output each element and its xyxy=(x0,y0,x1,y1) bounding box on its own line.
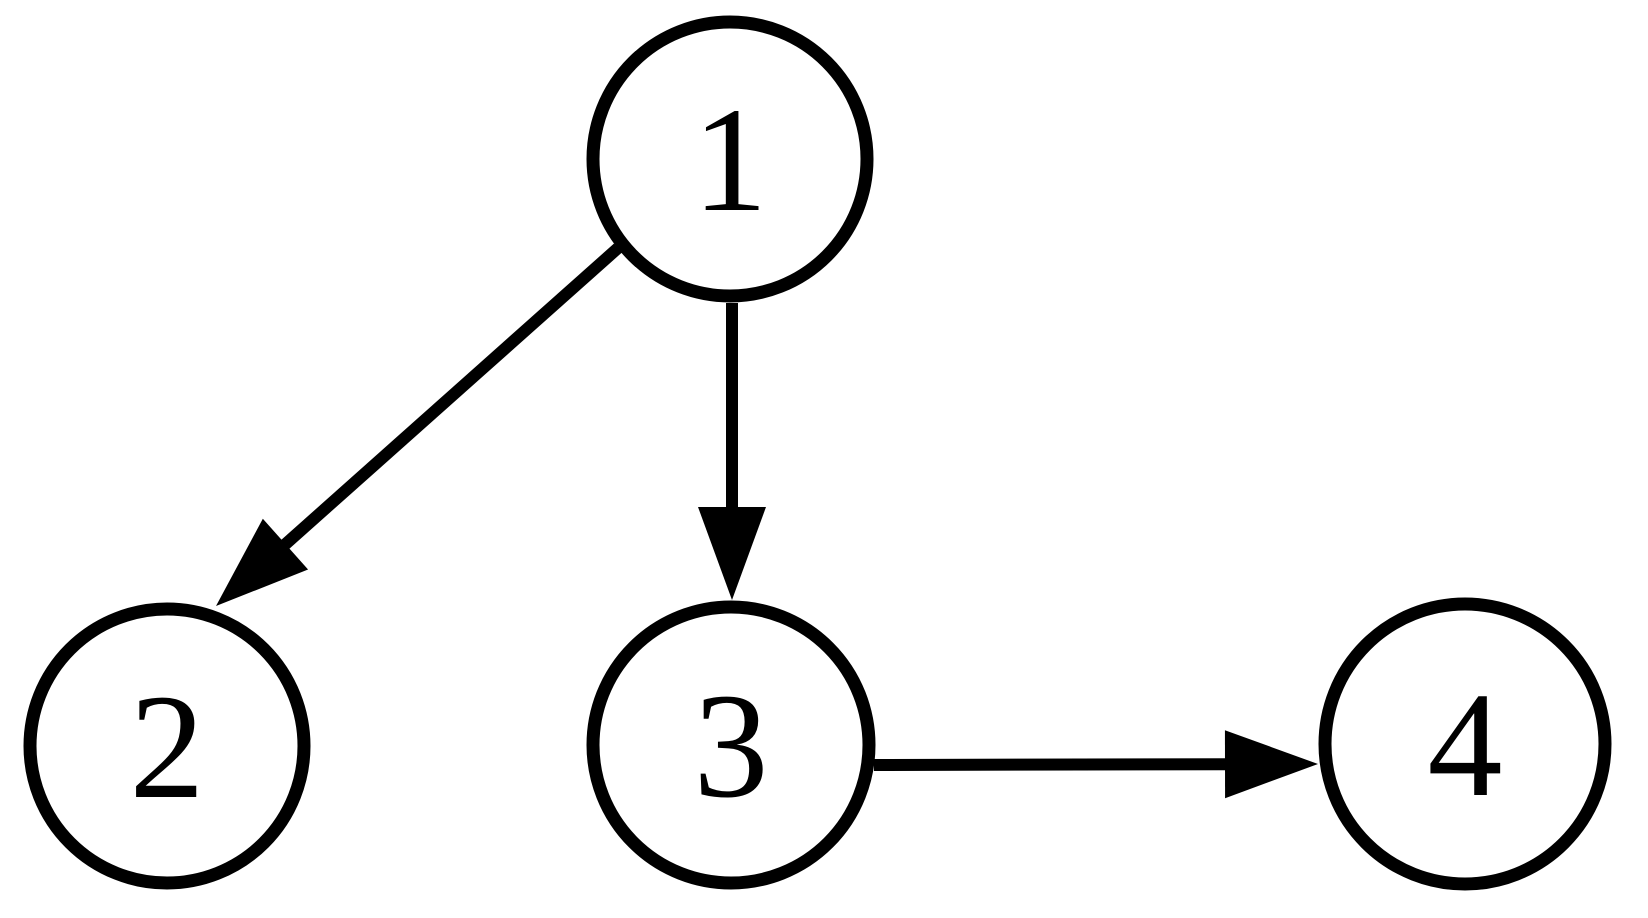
edge-1-2-line xyxy=(279,243,622,550)
node-1-label: 1 xyxy=(693,77,768,243)
edge-3-4-line xyxy=(873,758,1228,771)
node-2-label: 2 xyxy=(130,664,205,830)
edge-1-2-arrowhead xyxy=(216,518,309,606)
node-4-circle xyxy=(1318,597,1612,891)
edge-3-4-arrowhead xyxy=(1224,730,1318,799)
node-3-label: 3 xyxy=(694,663,769,829)
node-1-circle xyxy=(586,15,874,303)
node-2-circle xyxy=(23,602,311,890)
node-3-circle xyxy=(586,600,876,890)
edge-1-3-arrowhead xyxy=(698,507,766,600)
node-4-label: 4 xyxy=(1428,662,1503,828)
